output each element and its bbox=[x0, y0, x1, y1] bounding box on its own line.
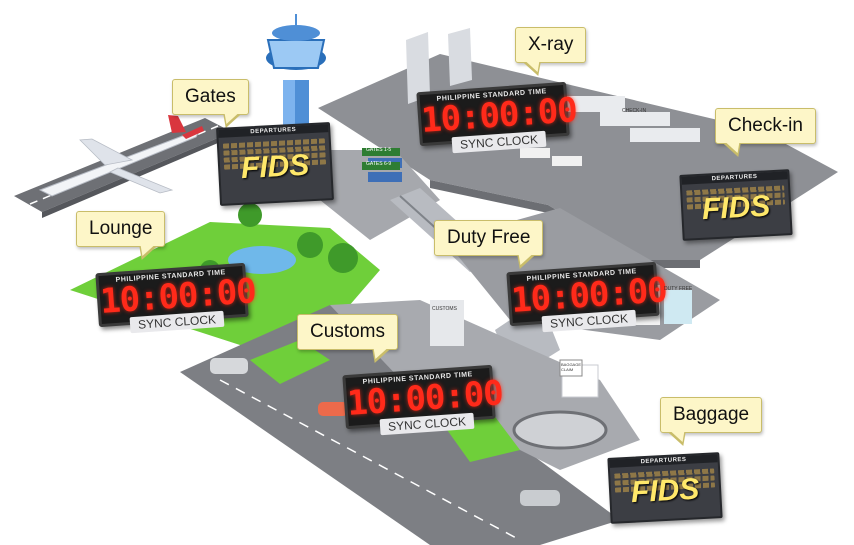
sign-baggage-claim: BAGGAGE CLAIM bbox=[561, 362, 582, 372]
label-checkin-text: Check-in bbox=[728, 115, 803, 136]
label-xray: X-ray bbox=[515, 27, 587, 63]
label-gates-text: Gates bbox=[185, 86, 236, 107]
fids-header: DEPARTURES bbox=[609, 454, 718, 468]
sign-check-in: CHECK-IN bbox=[622, 108, 647, 114]
fids-header: DEPARTURES bbox=[218, 124, 329, 138]
label-checkin: Check-in bbox=[715, 108, 816, 144]
sign-duty-free: DUTY FREE bbox=[664, 286, 693, 292]
fids-label: FIDS bbox=[630, 472, 701, 510]
fids-board-gates: DEPARTURES FIDS bbox=[216, 122, 334, 206]
fids-label: FIDS bbox=[701, 189, 772, 227]
label-lounge: Lounge bbox=[76, 211, 166, 247]
sign-gates-6-9: GATES 6-9 bbox=[366, 161, 392, 167]
label-xray-text: X-ray bbox=[528, 34, 574, 55]
sign-customs: CUSTOMS bbox=[432, 306, 457, 312]
fids-board-baggage: DEPARTURES FIDS bbox=[607, 452, 723, 524]
label-baggage-text: Baggage bbox=[673, 404, 750, 425]
label-customs: Customs bbox=[297, 314, 398, 350]
fids-label: FIDS bbox=[240, 148, 311, 186]
airplane bbox=[38, 115, 204, 197]
label-duty-free-text: Duty Free bbox=[447, 227, 531, 248]
label-gates: Gates bbox=[172, 79, 249, 115]
fids-board-checkin: DEPARTURES FIDS bbox=[679, 169, 793, 241]
fids-header: DEPARTURES bbox=[681, 171, 788, 185]
label-duty-free: Duty Free bbox=[434, 220, 544, 256]
label-customs-text: Customs bbox=[310, 321, 385, 342]
wayfinding-signs bbox=[362, 148, 583, 377]
label-lounge-text: Lounge bbox=[89, 218, 153, 239]
label-baggage: Baggage bbox=[660, 397, 763, 433]
control-tower bbox=[266, 14, 326, 150]
sign-gates-1-5: GATES 1-5 bbox=[366, 147, 392, 153]
